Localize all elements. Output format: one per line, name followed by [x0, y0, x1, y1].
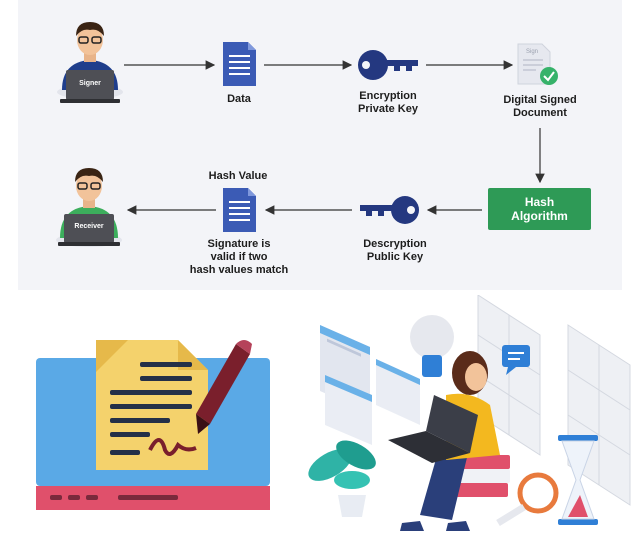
signed-doc-label-line-2: Document	[513, 107, 567, 119]
monitor-signature-illustration	[36, 340, 270, 510]
signed-doc-label-line-1: Digital Signed	[503, 94, 577, 106]
lightbulb-icon	[410, 315, 454, 377]
receiver-icon	[56, 168, 122, 247]
data-label: Data	[227, 93, 251, 105]
laptop-icon	[388, 395, 478, 463]
signer-label: Signer	[79, 80, 101, 87]
encryption-label: Encryption Private Key	[340, 90, 436, 116]
encryption-label-line-2: Private Key	[358, 103, 418, 115]
chat-bubble-icon	[502, 345, 530, 375]
decryption-label: Descryption Public Key	[345, 238, 445, 264]
encryption-label-line-1: Encryption	[359, 90, 417, 102]
private-key-icon	[358, 50, 418, 80]
sign-text: Sign	[526, 49, 538, 55]
signature-valid-line-1: Signature is	[207, 238, 271, 250]
signed-document-label: Digital Signed Document	[484, 94, 596, 120]
receiver-label: Receiver	[74, 223, 104, 230]
browser-windows	[320, 325, 420, 445]
hourglass-icon	[558, 435, 598, 525]
signature-valid-line-2: valid if two	[210, 251, 268, 263]
hash-value-document-icon	[223, 188, 256, 232]
hash-algorithm-line-1: Hash	[524, 195, 555, 209]
signature-valid-label: Signature is valid if two hash values ma…	[178, 238, 300, 277]
signed-document-icon: Sign	[517, 43, 558, 85]
decryption-label-line-1: Descryption	[363, 238, 427, 250]
hash-algorithm-box: Hash Algorithm	[488, 188, 591, 230]
signer-icon	[57, 22, 123, 103]
signature-valid-line-3: hash values match	[189, 264, 289, 276]
data-document-icon	[223, 42, 256, 86]
hash-value-label: Hash Value	[208, 170, 268, 182]
public-key-icon	[360, 196, 419, 224]
flow-arrows	[124, 60, 545, 215]
decryption-label-line-2: Public Key	[366, 251, 424, 263]
plant-icon	[308, 440, 376, 517]
pen-icon	[196, 340, 252, 434]
person-laptop-illustration	[308, 295, 631, 531]
magnifier-icon	[496, 472, 559, 526]
hash-algorithm-line-2: Algorithm	[511, 209, 568, 223]
